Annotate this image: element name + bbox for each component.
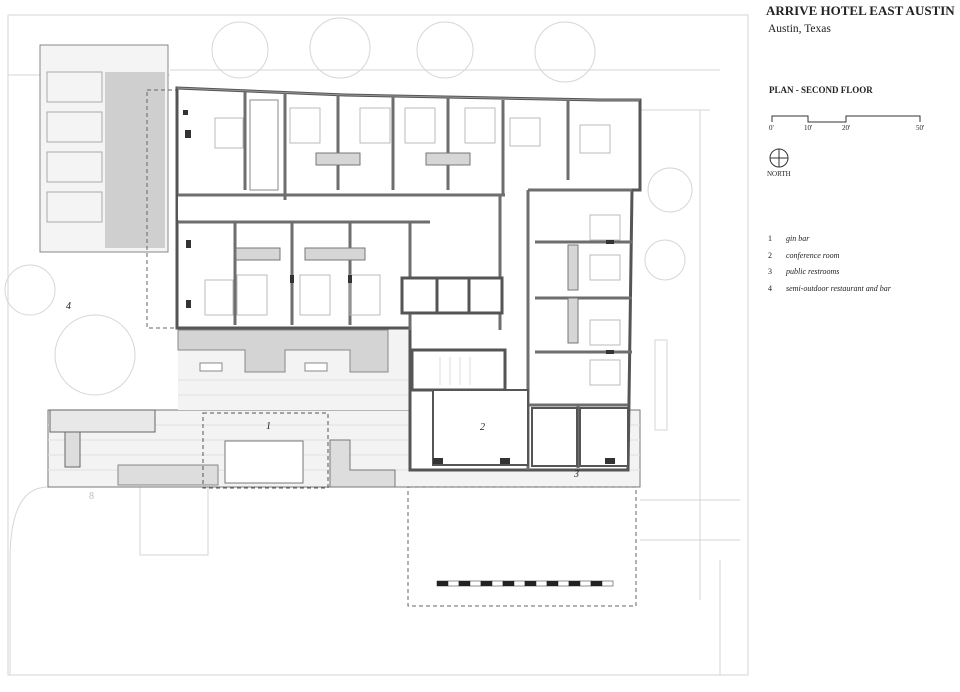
plan-title: PLAN - SECOND FLOOR	[769, 85, 873, 95]
scale-segment	[557, 580, 570, 587]
rooftop-pool	[39, 44, 169, 253]
label-gin-bar: 1	[266, 421, 271, 432]
legend-item: 1 gin bar	[768, 234, 891, 251]
scale-segment	[436, 580, 449, 587]
legend-item: 4 semi-outdoor restaurant and bar	[768, 284, 891, 301]
legend-item: 3 public restrooms	[768, 267, 891, 284]
restrooms	[531, 407, 629, 467]
scale-segment	[447, 580, 460, 587]
building	[175, 86, 642, 472]
scale-segment	[502, 580, 515, 587]
scale-tick: 10'	[804, 124, 813, 132]
legend-number: 1	[768, 234, 772, 243]
graphic-scale-bar	[436, 580, 614, 587]
scale-segment	[546, 580, 559, 587]
legend-item: 2 conference room	[768, 251, 891, 268]
scale-tick: 0'	[769, 124, 774, 132]
legend-label: gin bar	[786, 234, 810, 243]
scale-segment	[535, 580, 548, 587]
compass-north-icon	[769, 148, 789, 168]
scale-bar	[771, 115, 921, 123]
legend: 1 gin bar 2 conference room 3 public restro…	[768, 234, 891, 300]
elevator-core	[400, 276, 504, 315]
scale-segment	[524, 580, 537, 587]
label-conference-room: 2	[480, 422, 485, 433]
scale-segment	[590, 580, 603, 587]
scale-tick: 50'	[916, 124, 925, 132]
scale-segment	[491, 580, 504, 587]
scale-tick: 20'	[842, 124, 851, 132]
project-location: Austin, Texas	[768, 23, 831, 35]
label-restaurant-bar: 4	[66, 301, 71, 312]
scale-segment	[513, 580, 526, 587]
scale-segment	[601, 580, 614, 587]
dashed-outline-south	[407, 486, 637, 607]
legend-number: 4	[768, 283, 772, 293]
legend-number: 3	[768, 267, 772, 276]
north-label: NORTH	[767, 170, 791, 178]
scale-segment	[480, 580, 493, 587]
conference-room	[432, 389, 529, 466]
legend-label: conference room	[786, 250, 840, 260]
project-title: ARRIVE HOTEL EAST AUSTIN	[766, 3, 955, 18]
legend-label: public restrooms	[786, 267, 840, 276]
terrace	[47, 328, 641, 489]
legend-number: 2	[768, 250, 772, 260]
label-eight: 8	[89, 491, 94, 502]
scale-segment	[579, 580, 592, 587]
scale-segment	[568, 580, 581, 587]
scale-segment	[458, 580, 471, 587]
scale-segment	[469, 580, 482, 587]
label-public-restrooms: 3	[574, 469, 579, 480]
legend-label: semi-outdoor restaurant and bar	[786, 283, 891, 293]
